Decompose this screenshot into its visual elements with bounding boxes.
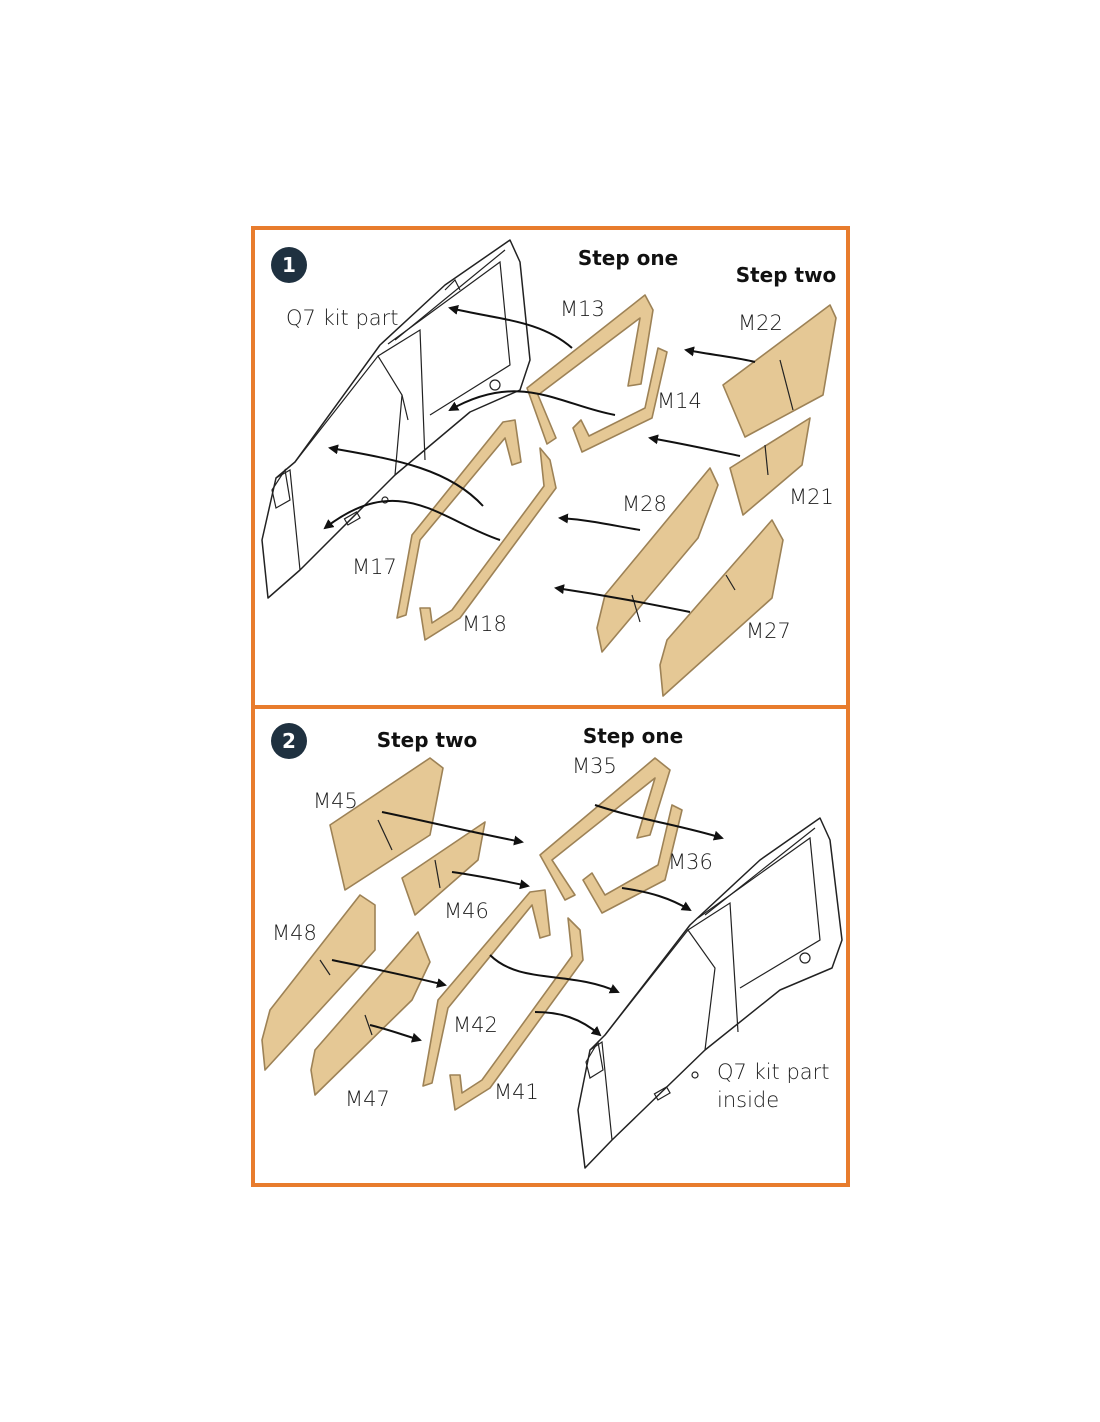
part-label-m36: M36 bbox=[668, 850, 713, 874]
mask-m22 bbox=[722, 304, 837, 438]
part-label-m35: M35 bbox=[572, 754, 617, 778]
part-label-m27: M27 bbox=[746, 619, 791, 643]
part-label-m48: M48 bbox=[272, 921, 317, 945]
canopy-kit-part-1 bbox=[261, 239, 531, 599]
arrows-panel-1 bbox=[323, 305, 756, 613]
part-label-m45: M45 bbox=[313, 789, 358, 813]
header-step-one: Step one bbox=[578, 246, 678, 270]
mask-m42 bbox=[422, 889, 551, 1087]
part-label-m46: M46 bbox=[444, 899, 489, 923]
mask-m27 bbox=[659, 519, 784, 697]
part-label-m41: M41 bbox=[494, 1080, 539, 1104]
mask-m48 bbox=[261, 894, 376, 1071]
header-step-two: Step two bbox=[377, 728, 478, 752]
mask-m36 bbox=[582, 804, 683, 914]
part-label-m47: M47 bbox=[345, 1087, 390, 1111]
mask-m13 bbox=[526, 294, 654, 445]
part-label-m42: M42 bbox=[453, 1013, 498, 1037]
step-number: 2 bbox=[282, 729, 296, 753]
header-step-one: Step one bbox=[583, 724, 683, 748]
arrows-panel-2 bbox=[331, 804, 724, 1043]
part-label-m18: M18 bbox=[462, 612, 507, 636]
kit-part-label: Q7 kit part bbox=[717, 1060, 830, 1084]
mask-m47 bbox=[310, 931, 431, 1096]
panel-divider bbox=[251, 705, 850, 709]
canopy-kit-part-2 bbox=[577, 817, 843, 1169]
mask-m28 bbox=[596, 467, 719, 653]
header-step-two: Step two bbox=[736, 263, 837, 287]
kit-part-inside-label: inside bbox=[717, 1088, 779, 1112]
panel-1: 1 bbox=[261, 239, 837, 697]
mask-m21 bbox=[729, 417, 811, 516]
mask-m35 bbox=[539, 757, 671, 901]
mask-m45 bbox=[329, 757, 444, 891]
kit-part-label: Q7 kit part bbox=[286, 306, 399, 330]
step-badge-1: 1 bbox=[271, 247, 307, 283]
part-label-m21: M21 bbox=[789, 485, 834, 509]
panel-2: 2 bbox=[261, 723, 843, 1169]
part-label-m17: M17 bbox=[352, 555, 397, 579]
part-label-m14: M14 bbox=[657, 389, 702, 413]
mask-m18 bbox=[419, 447, 557, 641]
mask-m46 bbox=[401, 821, 486, 916]
mask-m14 bbox=[572, 347, 668, 453]
step-badge-2: 2 bbox=[271, 723, 307, 759]
part-label-m28: M28 bbox=[622, 492, 667, 516]
step-number: 1 bbox=[282, 253, 296, 277]
mask-m41 bbox=[449, 917, 584, 1111]
part-label-m13: M13 bbox=[560, 297, 605, 321]
part-label-m22: M22 bbox=[738, 311, 783, 335]
